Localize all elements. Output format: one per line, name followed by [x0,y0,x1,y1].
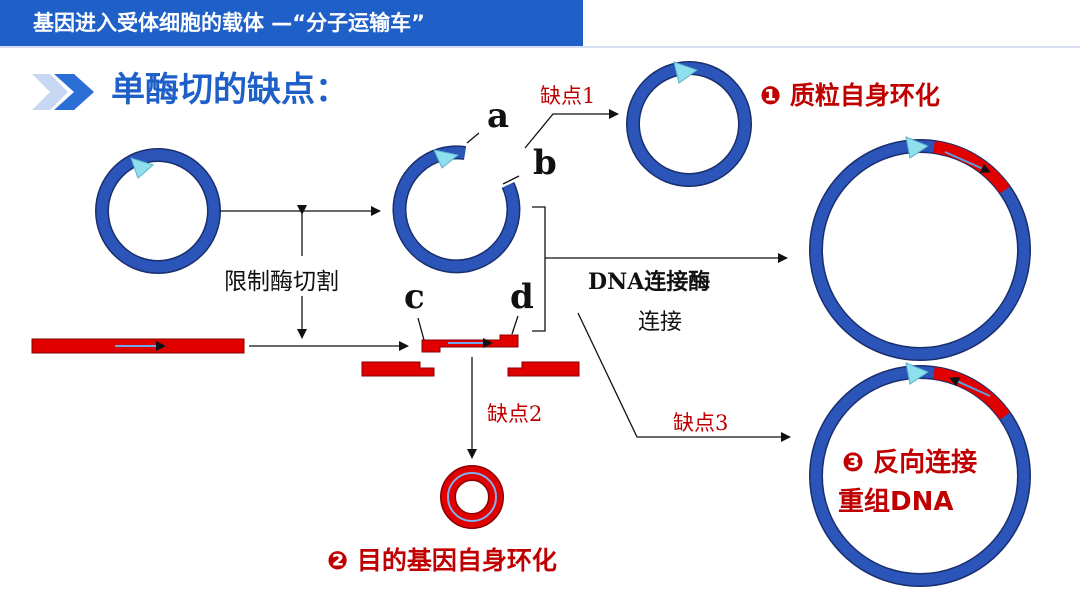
header-bar: 基因进入受体细胞的载体 —“分子运输车” [0,0,583,46]
plasmid-original [95,148,221,274]
plasmid-self-ligated [626,61,752,187]
gene-end-fragments [361,361,580,377]
ligase-label-2: 连接 [638,310,683,335]
plasmid-cut [392,145,521,274]
section-heading: 单酶切的缺点： [111,70,349,110]
flaw-3-label: 缺点3 [673,411,729,435]
flow-arrows [220,109,791,459]
double-chevron-icon [32,74,94,110]
result-3-label-2: 重组DNA [838,487,954,517]
flaw-2-label: 缺点2 [487,402,543,426]
flaw-1-label: 缺点1 [540,84,596,108]
end-label-b: b [533,143,557,183]
end-label-d: d [510,277,534,317]
plasmid-recombinant [809,136,1031,361]
end-label-c: c [404,277,425,317]
plasmid-reverse [809,362,1031,587]
header-title: 基因进入受体细胞的载体 —“分子运输车” [33,11,425,35]
gene-self-ligated [440,465,504,529]
end-label-a: a [487,96,510,136]
ligase-label: DNA连接酶 [588,269,711,295]
restriction-enzyme-label: 限制酶切割 [224,269,339,295]
result-3-label: ❸ 反向连接 [842,448,978,478]
gene-fragment [31,338,245,354]
gene-cut [421,334,519,353]
result-1-label: ❶ 质粒自身环化 [760,81,940,110]
header-divider [0,46,1080,48]
result-2-label: ❷ 目的基因自身环化 [327,546,557,575]
